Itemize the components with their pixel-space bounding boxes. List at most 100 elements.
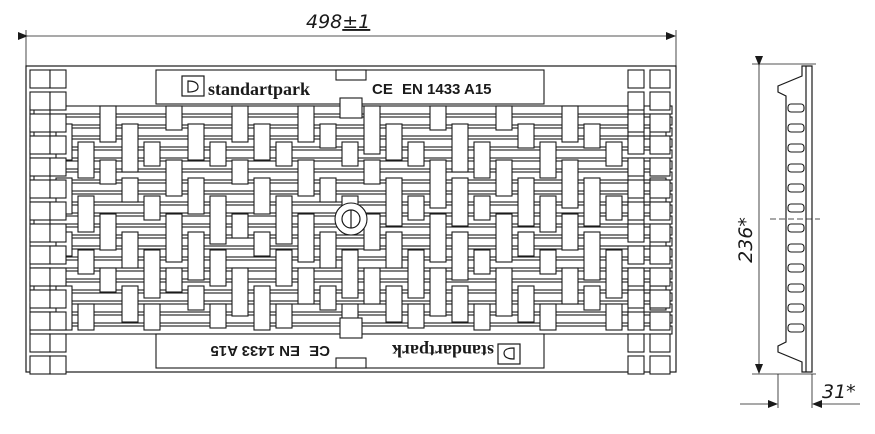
weave-block bbox=[517, 285, 535, 323]
weave-block bbox=[99, 159, 117, 185]
weave-block bbox=[253, 123, 271, 161]
edge-block bbox=[649, 69, 671, 89]
edge-block bbox=[649, 267, 671, 287]
edge-block bbox=[627, 113, 645, 133]
width-dimension: 498±1 bbox=[18, 11, 677, 66]
weave-block bbox=[143, 249, 161, 299]
side-tooth bbox=[787, 143, 805, 153]
edge-block bbox=[627, 289, 645, 309]
edge-block bbox=[627, 267, 645, 287]
side-tooth bbox=[787, 183, 805, 193]
weave-block bbox=[77, 303, 95, 331]
weave-block bbox=[539, 249, 557, 275]
top-center-slot bbox=[335, 69, 367, 81]
edge-block bbox=[29, 157, 51, 177]
weave-block bbox=[253, 231, 271, 257]
edge-block bbox=[49, 355, 67, 375]
bottom-center-clip bbox=[339, 317, 363, 339]
weave-block bbox=[561, 267, 579, 305]
top-marking: CE EN 1433 A15 bbox=[372, 81, 492, 98]
edge-block bbox=[627, 179, 645, 199]
weave-block bbox=[517, 231, 535, 257]
weave-block bbox=[517, 123, 535, 149]
weave-block bbox=[165, 105, 183, 131]
edge-block bbox=[627, 157, 645, 177]
edge-block bbox=[29, 135, 51, 155]
weave-block bbox=[275, 141, 293, 167]
edge-block bbox=[627, 355, 645, 375]
side-tooth bbox=[787, 223, 805, 233]
weave-block bbox=[165, 213, 183, 263]
edge-block bbox=[49, 267, 67, 287]
edge-block bbox=[49, 157, 67, 177]
height-dimension-label: 236* bbox=[735, 217, 757, 263]
weave-block bbox=[385, 285, 403, 323]
edge-block bbox=[649, 179, 671, 199]
edge-block bbox=[649, 311, 671, 331]
brand-name-top: standartpark bbox=[208, 79, 310, 99]
edge-block bbox=[649, 201, 671, 221]
d-box-logo-icon bbox=[181, 75, 205, 97]
weave-block bbox=[319, 231, 337, 269]
weave-block bbox=[363, 213, 381, 251]
side-profile bbox=[777, 65, 813, 373]
weave-block bbox=[407, 303, 425, 329]
weave-block bbox=[385, 177, 403, 227]
bottom-marking: CE EN 1433 A15 bbox=[210, 342, 330, 359]
edge-block bbox=[29, 289, 51, 309]
edge-block bbox=[649, 289, 671, 309]
weave-block bbox=[583, 285, 601, 311]
weave-block bbox=[429, 267, 447, 317]
weave-block bbox=[385, 231, 403, 269]
weave-block bbox=[275, 249, 293, 287]
weave-block bbox=[297, 213, 315, 263]
weave-block bbox=[429, 159, 447, 209]
edge-block bbox=[627, 245, 645, 265]
weave-block bbox=[231, 267, 249, 317]
edge-block bbox=[49, 289, 67, 309]
weave-block bbox=[121, 231, 139, 269]
weave-block bbox=[407, 195, 425, 221]
brand-name-bottom: standartpark bbox=[392, 341, 494, 361]
weave-block bbox=[121, 177, 139, 203]
weave-block bbox=[429, 105, 447, 131]
weave-block bbox=[187, 123, 205, 161]
edge-block bbox=[627, 333, 645, 353]
weave-block bbox=[143, 141, 161, 167]
ce-mark-bottom: CE bbox=[309, 342, 330, 359]
weave-block bbox=[187, 177, 205, 215]
edge-block bbox=[627, 135, 645, 155]
weave-block bbox=[231, 105, 249, 143]
weave-block bbox=[583, 231, 601, 281]
edge-block bbox=[627, 69, 645, 89]
weave-block bbox=[539, 303, 557, 331]
weave-block bbox=[275, 303, 293, 329]
grating-side-view: 236* 31* bbox=[735, 56, 860, 408]
edge-block bbox=[29, 223, 51, 243]
bottom-rotated-group: standartpark CE EN 1433 A15 bbox=[210, 341, 521, 365]
weave-block bbox=[319, 123, 337, 149]
weave-block bbox=[473, 195, 491, 221]
weave-block bbox=[495, 213, 513, 263]
edge-block bbox=[649, 245, 671, 265]
center-lock-icon bbox=[334, 202, 368, 236]
weave-block bbox=[253, 177, 271, 215]
weave-block bbox=[77, 249, 95, 275]
weave-block bbox=[319, 285, 337, 311]
weave-block bbox=[121, 123, 139, 173]
weave-block bbox=[495, 159, 513, 197]
edge-block bbox=[29, 201, 51, 221]
edge-block bbox=[627, 223, 645, 243]
weave-block bbox=[165, 159, 183, 197]
weave-block bbox=[363, 267, 381, 305]
weave-block bbox=[363, 159, 381, 185]
side-tooth bbox=[787, 323, 805, 333]
side-tooth bbox=[787, 283, 805, 293]
weave-block bbox=[583, 123, 601, 149]
weave-block bbox=[99, 213, 117, 251]
weave-block bbox=[495, 105, 513, 131]
standard-mark-bottom: EN 1433 A15 bbox=[210, 342, 300, 359]
weave-block bbox=[275, 195, 293, 245]
weave-block bbox=[605, 195, 623, 221]
weave-block bbox=[429, 213, 447, 263]
